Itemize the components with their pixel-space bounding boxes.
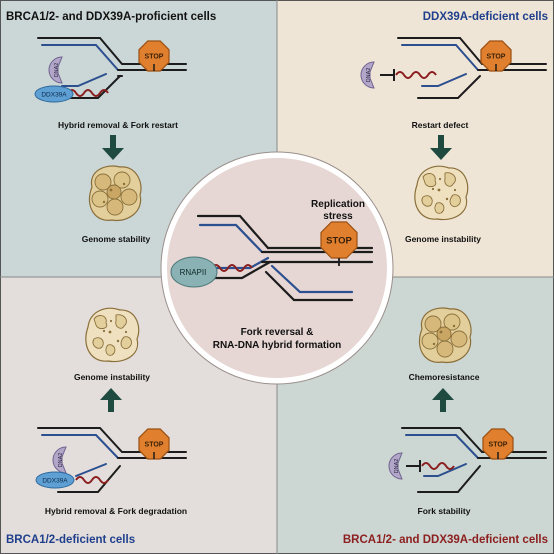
panel-title: BRCA1/2- and DDX39A-proficient cells (6, 11, 216, 23)
svg-text:DNA2: DNA2 (54, 63, 60, 78)
panel-top-left: BRCA1/2- and DDX39A-proficient cells DNA… (6, 11, 216, 244)
panel-outcome: Genome instability (74, 372, 150, 382)
rna-strand (395, 71, 437, 79)
rna-strand (421, 462, 455, 470)
dna2-protein: DNA2 (48, 56, 63, 84)
stop-sign: STOP (138, 428, 170, 460)
up-arrow (432, 388, 454, 412)
replication-fork (401, 427, 547, 493)
svg-text:STOP: STOP (326, 236, 352, 247)
svg-text:STOP: STOP (145, 442, 164, 449)
svg-text:DDX39A: DDX39A (42, 478, 68, 485)
stop-sign: STOP (480, 40, 512, 72)
stable-cell-icon (88, 165, 142, 222)
panel-caption: Fork stability (418, 506, 471, 516)
stop-sign: STOP (138, 40, 170, 72)
replication-fork (397, 37, 547, 99)
rna-strand (67, 89, 109, 97)
panel-bottom-right: Chemoresistance DNA2 STOP Fork stability… (343, 307, 548, 546)
panel-title: BRCA1/2- and DDX39A-deficient cells (343, 534, 548, 546)
ddx39a-protein: DDX39A (34, 85, 74, 103)
panel-caption: Hybrid removal & Fork degradation (45, 506, 187, 516)
down-arrow (102, 135, 124, 160)
svg-text:STOP: STOP (487, 54, 506, 61)
rna-strand (75, 476, 109, 484)
unstable-cell-icon (85, 307, 140, 363)
center-rna-strand (211, 264, 253, 272)
center-caption-line1: Fork reversal & (241, 327, 314, 338)
down-arrow (430, 135, 452, 160)
rnapii-protein: RNAPII (170, 256, 218, 288)
center-replication-fork (196, 214, 374, 302)
up-arrow (100, 388, 122, 412)
svg-text:DNA2: DNA2 (394, 459, 400, 474)
stop-sign: STOP (482, 428, 514, 460)
panel-top-right: DDX39A-deficient cells DNA2 STOP Restart… (360, 11, 548, 244)
unstable-cell-icon (414, 165, 469, 221)
resistant-cell-icon (418, 307, 472, 364)
panel-caption: Restart defect (412, 120, 469, 130)
svg-text:DNA2: DNA2 (366, 68, 372, 83)
svg-text:DDX39A: DDX39A (41, 92, 67, 99)
svg-text:STOP: STOP (489, 442, 508, 449)
ddx39a-protein: DDX39A (35, 471, 75, 489)
panel-title: BRCA1/2-deficient cells (6, 534, 135, 546)
center-stop-sign: STOP (320, 221, 358, 259)
panel-caption: Hybrid removal & Fork restart (58, 120, 178, 130)
svg-text:STOP: STOP (145, 54, 164, 61)
svg-text:RNAPII: RNAPII (180, 268, 207, 277)
center-circle (161, 152, 393, 384)
dna2-protein: DNA2 (388, 452, 403, 480)
panel-outcome: Genome instability (405, 234, 481, 244)
panel-bottom-left: Genome instability DNA2 DDX39A STOP Hybr… (6, 307, 187, 546)
dna2-protein: DNA2 (360, 61, 375, 89)
panel-outcome: Chemoresistance (409, 372, 480, 382)
svg-text:DNA2: DNA2 (58, 453, 64, 468)
panel-title: DDX39A-deficient cells (423, 11, 548, 23)
center-caption-line2: RNA-DNA hybrid formation (213, 340, 342, 351)
center-panel: RNAPII STOP Replication stress Fork reve… (160, 151, 394, 385)
replication-stress-line1: Replication (311, 199, 365, 210)
replication-stress-line2: stress (323, 211, 353, 222)
panel-outcome: Genome stability (82, 234, 151, 244)
